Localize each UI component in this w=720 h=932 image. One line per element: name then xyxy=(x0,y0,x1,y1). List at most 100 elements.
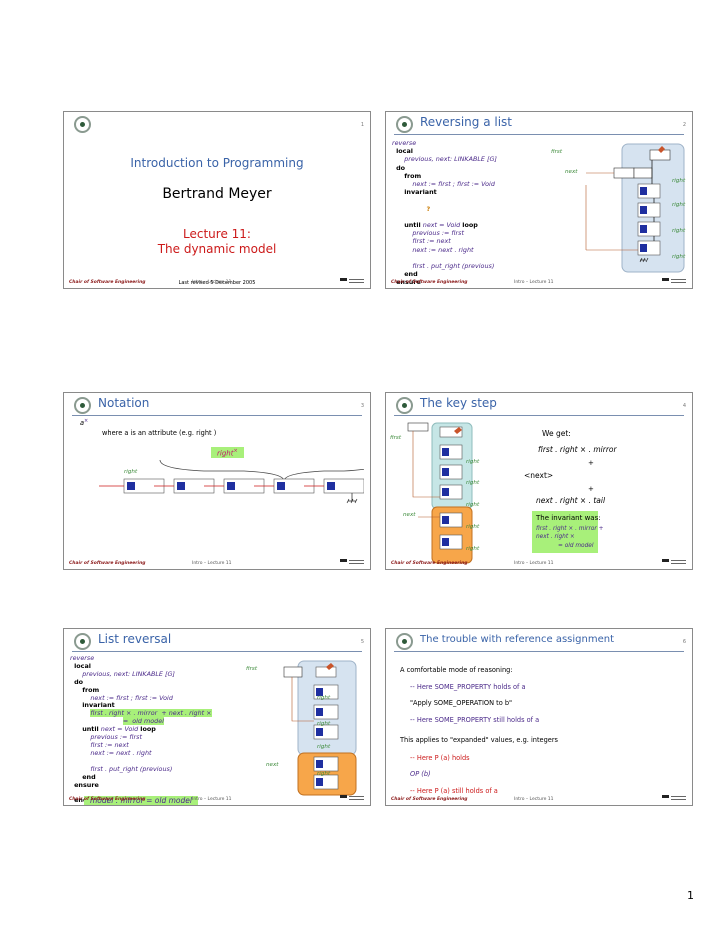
postcondition: model . mirror = old model xyxy=(84,796,198,805)
footer-chair: Chair of Software Engineering xyxy=(391,280,468,285)
comment-1: -- Here SOME_PROPERTY holds of a xyxy=(410,683,526,691)
eth-logo-icon xyxy=(396,633,413,650)
label-right: right xyxy=(124,469,138,475)
slide-4: The key step 4 first right right right n… xyxy=(385,392,693,570)
slide-2: Reversing a list 2 reverse local previou… xyxy=(385,111,693,289)
title-rule xyxy=(72,651,362,652)
slide-title: The key step xyxy=(420,396,497,410)
slide-header: 1 xyxy=(64,112,370,138)
we-get: We get: xyxy=(542,429,571,438)
slide-number: 6 xyxy=(682,639,686,645)
slide-number: 4 xyxy=(682,403,686,409)
op-text: OP (b) xyxy=(410,770,431,778)
label-first: first xyxy=(246,666,258,672)
eth-logo-icon xyxy=(74,633,91,650)
invariant-title: The invariant was: xyxy=(536,514,601,522)
eth-footer-logo-icon xyxy=(662,559,686,564)
eth-footer-logo-icon xyxy=(340,278,364,283)
notation-where: where a is an attribute (e.g. right ) xyxy=(102,429,217,437)
code-block: reverse local previous, next: LINKABLE [… xyxy=(70,654,212,805)
footer-chair: Chair of Software Engineering xyxy=(391,561,468,566)
comment-4: -- Here P (a) still holds of a xyxy=(410,787,498,795)
page-number: 1 xyxy=(687,889,694,902)
label-right-3: right xyxy=(466,502,480,508)
title-rule xyxy=(394,651,684,652)
eth-logo-icon xyxy=(74,397,91,414)
title-rule xyxy=(394,415,684,416)
slide-3: Notation 3 a× where a is an attribute (e… xyxy=(63,392,371,570)
expanded-text: This applies to "expanded" values, e.g. … xyxy=(400,736,558,744)
intro-text: A comfortable mode of reasoning: xyxy=(400,666,513,674)
slide-number: 5 xyxy=(360,639,364,645)
notation-a: a× xyxy=(80,418,89,428)
list-diagram xyxy=(585,143,685,273)
slide-footer: Chair of Software Engineering Intro – Le… xyxy=(386,557,692,569)
label-right-2: right xyxy=(466,480,480,486)
slide-title: Notation xyxy=(98,396,150,410)
label-first: first xyxy=(551,149,563,155)
footer-chair: Chair of Software Engineering xyxy=(69,280,146,285)
slide-number: 2 xyxy=(682,122,686,128)
author-name: Bertrand Meyer xyxy=(162,186,272,202)
slide-footer: Chair of Software Engineering Intro – Le… xyxy=(64,793,370,805)
slide-title: The trouble with reference assignment xyxy=(420,634,614,645)
eth-footer-logo-icon xyxy=(662,278,686,283)
slide-number: 3 xyxy=(360,403,364,409)
footer-chair: Chair of Software Engineering xyxy=(69,561,146,566)
label-right-4: right xyxy=(672,254,686,260)
slide-title: List reversal xyxy=(98,632,172,646)
eth-logo-icon xyxy=(396,116,413,133)
slide-footer: Chair of Software Engineering Intro – Le… xyxy=(386,276,692,288)
invariant-box: The invariant was: first . right × . mir… xyxy=(532,511,603,553)
title-rule xyxy=(394,134,684,135)
label-right-4: right xyxy=(466,524,480,530)
label-right-3: right xyxy=(317,744,331,750)
footer-chair: Chair of Software Engineering xyxy=(391,797,468,802)
slide-header: Notation 3 xyxy=(64,393,370,419)
notation-list-diagram xyxy=(99,459,364,504)
label-right-1: right xyxy=(672,178,686,184)
slide-5: List reversal 5 reverse local previous, … xyxy=(63,628,371,806)
label-right-3: right xyxy=(672,228,686,234)
apply-text: "Apply SOME_OPERATION to b" xyxy=(410,699,513,707)
list-reversal-diagram xyxy=(283,660,357,796)
footer-chair: Chair of Software Engineering xyxy=(69,797,146,802)
slide-6: The trouble with reference assignment 6 … xyxy=(385,628,693,806)
slide-footer: Chair of Software Engineering Intro – Le… xyxy=(386,793,692,805)
eth-logo-icon xyxy=(396,397,413,414)
invariant-line-3: = old model xyxy=(558,543,594,549)
slide-footer: Chair of Software Engineering Intro – Le… xyxy=(64,276,370,288)
eth-logo-icon xyxy=(74,116,91,133)
label-next: next xyxy=(403,512,416,518)
expr-1: first . right × . mirror xyxy=(538,445,617,454)
label-right-4: right xyxy=(317,771,331,777)
course-title: Introduction to Programming xyxy=(130,156,304,170)
label-right-5: right xyxy=(466,546,480,552)
label-right-2: right xyxy=(317,721,331,727)
lecture-subtitle: The dynamic model xyxy=(157,242,277,256)
footer-lecture: Intro – Lecture 11 xyxy=(514,561,554,566)
label-right-1: right xyxy=(466,459,480,465)
slide-header: List reversal 5 xyxy=(64,629,370,655)
lecture-number: Lecture 11: xyxy=(183,227,251,241)
slide-header: The key step 4 xyxy=(386,393,692,419)
footer-lecture: Intro – Lecture 11 xyxy=(514,797,554,802)
eth-footer-logo-icon xyxy=(340,795,364,800)
plus-2: + xyxy=(588,485,594,493)
slide-footer: Chair of Software Engineering Intro – Le… xyxy=(64,557,370,569)
slide-number: 1 xyxy=(360,122,364,128)
footer-lecture: Intro – Lecture 11 xyxy=(514,280,554,285)
label-next: next xyxy=(565,169,578,175)
expr-next: <next> xyxy=(524,471,554,480)
invariant-line-1: first . right × . mirror + xyxy=(536,526,604,532)
eth-footer-logo-icon xyxy=(340,559,364,564)
comment-3: -- Here P (a) holds xyxy=(410,754,470,762)
slide-1: 1 Introduction to Programming Bertrand M… xyxy=(63,111,371,289)
list-cells xyxy=(613,146,671,263)
plus-1: + xyxy=(588,459,594,467)
slide-title: Reversing a list xyxy=(420,115,513,129)
revised-date: Last revised 5 December 2005 xyxy=(178,280,256,286)
label-first: first xyxy=(390,435,402,441)
label-next: next xyxy=(266,762,279,768)
key-step-diagram xyxy=(407,422,473,564)
